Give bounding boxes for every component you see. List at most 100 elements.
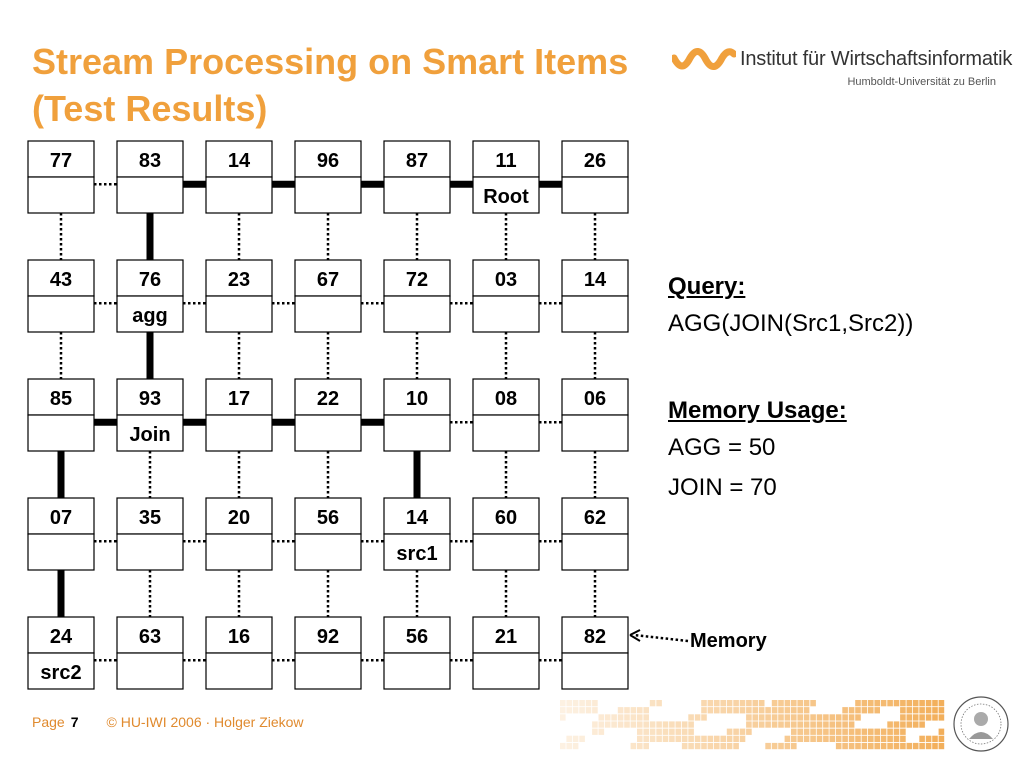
pattern-dot: [868, 700, 874, 707]
institute-logo-icon: [672, 48, 736, 70]
memory-callout-arrowhead: [629, 629, 641, 642]
pattern-dot: [726, 742, 733, 750]
node-value: 96: [317, 150, 339, 172]
pattern-dot: [694, 735, 701, 742]
pattern-dot: [816, 721, 823, 728]
node-value: 14: [406, 507, 429, 529]
pattern-dot: [688, 735, 694, 742]
page-number: 7: [70, 714, 79, 730]
grid-node: 35: [116, 497, 184, 571]
pattern-dot: [592, 721, 598, 728]
pattern-dot: [938, 728, 945, 735]
node-value-cell: [27, 497, 95, 535]
pattern-dot: [919, 707, 925, 714]
pattern-dot: [694, 714, 701, 721]
pattern-dot: [771, 714, 778, 721]
pattern-dot: [643, 742, 649, 750]
pattern-dot: [585, 707, 592, 714]
pattern-dot: [906, 721, 913, 728]
pattern-dot: [566, 700, 572, 707]
pattern-dot: [912, 714, 919, 721]
pattern-dot: [681, 728, 688, 735]
pattern-dot: [617, 721, 624, 728]
pattern-dot: [861, 700, 868, 707]
pattern-dot: [752, 721, 759, 728]
node-value-cell: [116, 616, 184, 654]
node-value: 60: [495, 507, 517, 529]
pattern-dot: [643, 721, 649, 728]
pattern-dot: [906, 700, 913, 707]
node-role: src2: [40, 662, 81, 684]
pattern-dot: [919, 700, 925, 707]
node-value-cell: [27, 616, 95, 654]
pattern-dot: [791, 742, 797, 750]
pattern-dot: [585, 700, 592, 707]
grid-node: 20: [205, 497, 273, 571]
node-value-cell: [472, 497, 540, 535]
node-value: 14: [228, 150, 251, 172]
join-memory: JOIN = 70: [668, 474, 777, 501]
node-value: 23: [228, 269, 250, 291]
pattern-dot: [900, 728, 906, 735]
pattern-dot: [925, 707, 932, 714]
node-role-cell: [294, 414, 362, 452]
pattern-dot: [669, 735, 675, 742]
pattern-dot: [887, 700, 893, 707]
pattern-dot: [746, 721, 752, 728]
pattern-dot: [637, 735, 643, 742]
pattern-dot: [675, 735, 682, 742]
node-value: 62: [584, 507, 606, 529]
pattern-dot: [900, 700, 906, 707]
pattern-dot: [803, 735, 810, 742]
pattern-dot: [880, 728, 887, 735]
node-value: 21: [495, 626, 517, 648]
pattern-dot: [868, 707, 874, 714]
pattern-dot: [906, 707, 913, 714]
pattern-dot: [707, 707, 714, 714]
node-value-cell: [561, 259, 629, 297]
pattern-dot: [604, 714, 611, 721]
pattern-dot: [598, 714, 605, 721]
pattern-dot: [938, 700, 945, 707]
decorative-pattern: [560, 700, 945, 750]
node-role-cell: [27, 414, 95, 452]
pattern-dot: [893, 700, 900, 707]
grid-node: 21: [472, 616, 540, 690]
pattern-dot: [579, 735, 585, 742]
pattern-dot: [861, 707, 868, 714]
node-role-cell: [116, 176, 184, 214]
pattern-dot: [656, 721, 662, 728]
pattern-dot: [746, 700, 752, 707]
node-value-cell: [27, 378, 95, 416]
pattern-dot: [778, 721, 784, 728]
pattern-dot: [829, 735, 836, 742]
node-role-cell: [116, 414, 184, 452]
node-value-cell: [205, 616, 273, 654]
node-role-cell: [561, 176, 629, 214]
pattern-dot: [733, 742, 739, 750]
node-role-cell: [27, 295, 95, 333]
pattern-dot: [791, 714, 797, 721]
pattern-dot: [662, 728, 669, 735]
pattern-dot: [791, 728, 797, 735]
pattern-dot: [893, 742, 900, 750]
node-role-cell: [294, 295, 362, 333]
pattern-dot: [733, 728, 739, 735]
node-value: 07: [50, 507, 72, 529]
pattern-dot: [701, 714, 707, 721]
pattern-dot: [810, 721, 816, 728]
institute-logo: Institut für Wirtschaftsinformatik Humbo…: [672, 44, 1012, 94]
pattern-dot: [938, 714, 945, 721]
pattern-dot: [592, 707, 598, 714]
pattern-dot: [688, 728, 694, 735]
pattern-dot: [611, 714, 617, 721]
node-value: 03: [495, 269, 517, 291]
agg-memory: AGG = 50: [668, 434, 776, 461]
pattern-dot: [707, 735, 714, 742]
pattern-dot: [739, 735, 746, 742]
node-value: 20: [228, 507, 250, 529]
pattern-dot: [791, 735, 797, 742]
node-role-cell: [205, 533, 273, 571]
pattern-dot: [669, 721, 675, 728]
grid-node: 43: [27, 259, 95, 333]
